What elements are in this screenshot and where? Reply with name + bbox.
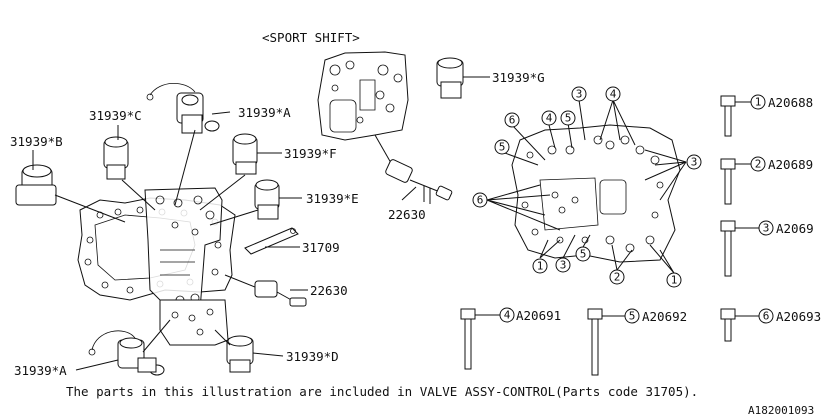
bolt-4: 4 A20691 bbox=[460, 307, 561, 370]
svg-text:5: 5 bbox=[580, 248, 587, 261]
label-sol-e: 31939*E bbox=[306, 191, 359, 206]
svg-text:1: 1 bbox=[755, 96, 762, 109]
solenoid-b bbox=[15, 164, 57, 206]
label-sol-c: 31939*C bbox=[89, 108, 142, 123]
label-harness-bottom: 22630 bbox=[310, 283, 348, 298]
svg-text:2: 2 bbox=[755, 158, 762, 171]
solenoid-f bbox=[232, 133, 258, 175]
bolt-2: 2 A20689 bbox=[720, 156, 813, 205]
harness-lower bbox=[224, 274, 307, 307]
sport-shift-label: <SPORT SHIFT> bbox=[262, 30, 360, 45]
figure-id: A182001093 bbox=[748, 404, 814, 417]
sport-shift-assembly bbox=[317, 51, 453, 204]
svg-text:3: 3 bbox=[763, 222, 770, 235]
label-sol-a-bottom: 31939*A bbox=[14, 363, 67, 378]
svg-text:3: 3 bbox=[576, 88, 583, 101]
svg-text:4: 4 bbox=[546, 112, 553, 125]
svg-text:A2069: A2069 bbox=[776, 221, 814, 236]
svg-text:4: 4 bbox=[610, 88, 617, 101]
solenoid-d bbox=[226, 335, 254, 373]
svg-text:1: 1 bbox=[671, 274, 678, 287]
svg-text:6: 6 bbox=[477, 194, 484, 207]
leader-lines-left bbox=[32, 111, 308, 371]
svg-text:6: 6 bbox=[763, 310, 770, 323]
svg-text:6: 6 bbox=[509, 114, 516, 127]
plate-31709 bbox=[244, 227, 299, 255]
svg-text:5: 5 bbox=[565, 112, 572, 125]
bolt-5: 5 A20692 bbox=[587, 308, 687, 376]
label-sol-a-top: 31939*A bbox=[238, 105, 291, 120]
leader-lines-right bbox=[486, 99, 687, 274]
solenoid-a-top bbox=[146, 82, 220, 134]
svg-text:3: 3 bbox=[691, 156, 698, 169]
svg-text:A20693: A20693 bbox=[776, 309, 821, 324]
label-plate: 31709 bbox=[302, 240, 340, 255]
svg-text:A20692: A20692 bbox=[642, 309, 687, 324]
solenoid-e bbox=[254, 179, 280, 220]
bolt-1: 1 A20688 bbox=[720, 94, 813, 137]
solenoid-g bbox=[436, 57, 490, 99]
solenoid-c bbox=[103, 136, 129, 180]
bolt-3: 3 A2069 bbox=[720, 220, 814, 277]
caption: The parts in this illustration are inclu… bbox=[66, 384, 698, 399]
svg-text:A20691: A20691 bbox=[516, 308, 561, 323]
label-sol-f: 31939*F bbox=[284, 146, 337, 161]
right-valve-body bbox=[511, 124, 681, 263]
svg-text:3: 3 bbox=[560, 259, 567, 272]
label-sol-g: 31939*G bbox=[492, 70, 545, 85]
label-sol-b: 31939*B bbox=[10, 134, 63, 149]
solenoid-a-bottom bbox=[88, 330, 165, 376]
label-harness-top: 22630 bbox=[388, 207, 426, 222]
svg-text:2: 2 bbox=[614, 271, 621, 284]
svg-text:A20689: A20689 bbox=[768, 157, 813, 172]
svg-text:1: 1 bbox=[537, 260, 544, 273]
svg-text:5: 5 bbox=[629, 310, 636, 323]
bolt-6: 6 A20693 bbox=[720, 308, 821, 342]
svg-text:A20688: A20688 bbox=[768, 95, 813, 110]
label-sol-d: 31939*D bbox=[286, 349, 339, 364]
svg-text:4: 4 bbox=[504, 309, 511, 322]
right-callouts: 3 4 4 5 6 5 3 6 1 3 5 2 1 bbox=[472, 86, 702, 288]
left-valve-body bbox=[77, 187, 236, 346]
svg-text:5: 5 bbox=[499, 141, 506, 154]
